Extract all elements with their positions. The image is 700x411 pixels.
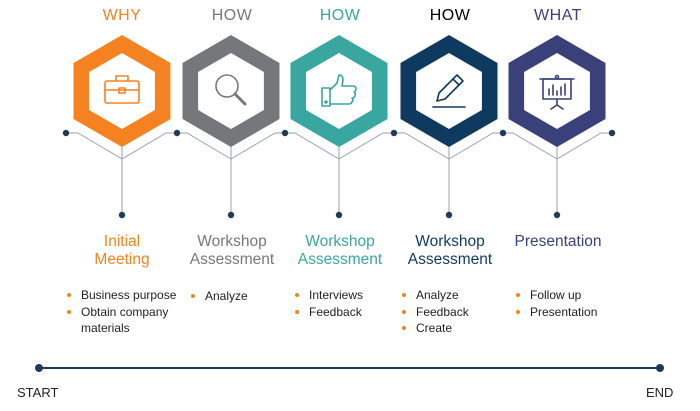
connector-dot (281, 129, 289, 137)
bullet-item: Feedback (400, 304, 500, 321)
step-1-title: Initial Meeting (66, 233, 178, 269)
step-2-header: HOW (211, 7, 253, 24)
step-5-title: Presentation (502, 233, 614, 251)
hexagon-inner (306, 53, 372, 129)
connector-dot (173, 129, 181, 137)
connector-dot (553, 211, 561, 219)
presentation-board-icon (539, 74, 575, 110)
step-5-bullets: Follow up Presentation (514, 287, 614, 320)
connector-dot (499, 129, 507, 137)
step-4-title-line-2: Assessment (407, 251, 493, 268)
hexagon-inner (89, 53, 155, 129)
step-2-title-line-2: Assessment (189, 251, 275, 268)
bullet-item: Create (400, 320, 500, 337)
step-1-header: WHY (102, 7, 142, 24)
bullet-item: Obtain company materials (65, 304, 185, 337)
step-5-header: WHAT (534, 7, 582, 24)
magnifier-icon (215, 74, 247, 106)
step-3-bullets: Interviews Feedback (293, 287, 393, 320)
connector-line (66, 132, 123, 160)
connector-dot (390, 129, 398, 137)
pencil-icon (432, 74, 466, 108)
step-4-bullets: Analyze Feedback Create (400, 287, 500, 337)
connector-dot (118, 211, 126, 219)
timeline-start-dot (35, 364, 43, 372)
step-4-header: HOW (429, 7, 471, 24)
step-3-title-line-2: Assessment (297, 251, 383, 268)
step-2-title: Workshop Assessment (176, 233, 288, 269)
step-2-title-line-1: Workshop (197, 233, 267, 250)
step-1-bullets: Business purpose Obtain company material… (65, 287, 185, 337)
briefcase-icon (104, 75, 140, 104)
hexagon-inner (416, 53, 482, 129)
timeline-start-label: START (17, 385, 59, 400)
step-3-header: HOW (319, 7, 361, 24)
step-2-bullets: Analyze (189, 288, 289, 305)
thumbs-up-icon (321, 74, 357, 107)
bullet-item: Feedback (293, 304, 393, 321)
step-3-title-line-1: Workshop (305, 233, 375, 250)
timeline-end-dot (656, 364, 664, 372)
step-1-title-line-1: Initial (103, 233, 141, 250)
step-4-title-line-1: Workshop (415, 233, 485, 250)
bullet-item: Analyze (189, 288, 289, 305)
connector-dot (608, 129, 616, 137)
connector-dot (227, 211, 235, 219)
step-3-title: Workshop Assessment (284, 233, 396, 269)
bullet-item: Business purpose (65, 287, 185, 304)
step-5-title-line-1: Presentation (514, 233, 602, 250)
bullet-item: Follow up (514, 287, 614, 304)
connector-dot (62, 129, 70, 137)
connector-dot (335, 211, 343, 219)
hexagon-inner (198, 53, 264, 129)
step-4-title: Workshop Assessment (394, 233, 506, 269)
timeline-end-label: END (646, 385, 674, 400)
bullet-item: Interviews (293, 287, 393, 304)
step-1-title-line-2: Meeting (94, 251, 150, 268)
bullet-item: Presentation (514, 304, 614, 321)
bullet-item: Analyze (400, 287, 500, 304)
connector-dot (445, 211, 453, 219)
